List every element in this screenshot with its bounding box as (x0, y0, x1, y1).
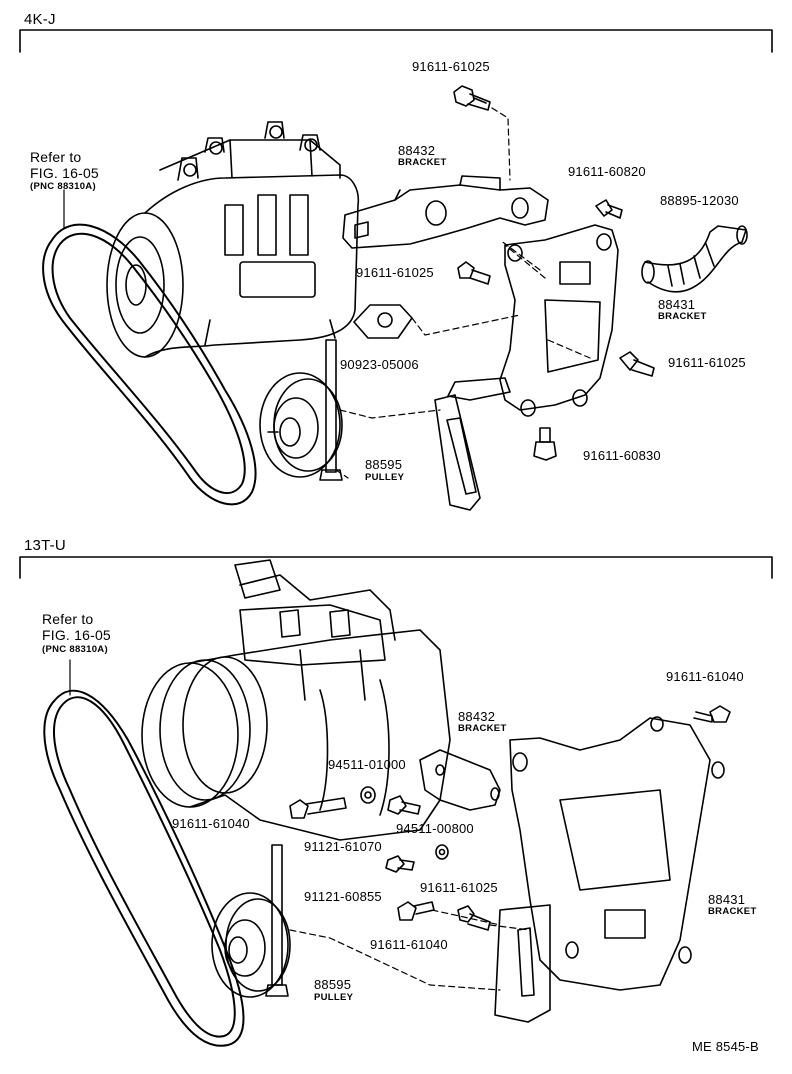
bracket-88431-bottom (494, 716, 725, 1023)
bolt-91121-61070 (387, 795, 421, 815)
part-label-91121-60855: 91121-60855 (304, 889, 382, 904)
refer-line2-top: FIG. 16-05 (30, 165, 99, 181)
section-header-bottom: 13T-U (24, 537, 66, 554)
part-label-88431-bottom: 88431 (708, 892, 746, 907)
part-label-94511-01000: 94511-01000 (328, 757, 406, 772)
section-header-top: 4K-J (24, 11, 56, 28)
bolt-91611-61040-c (397, 901, 435, 921)
part-name-88432-top: BRACKET (398, 157, 447, 168)
dash-leader-5 (431, 909, 531, 931)
section-frame-top (19, 29, 773, 53)
dash-leader-6 (289, 929, 501, 991)
compressor-13t (141, 559, 451, 841)
part-label-88432-top: 88432 (398, 143, 436, 158)
bolt-91611-61025-b (457, 261, 491, 285)
part-name-88431-bottom: BRACKET (708, 906, 757, 917)
refer-line3-top: (PNC 88310A) (30, 181, 96, 192)
part-label-91611-61025-d: 91611-61025 (420, 880, 498, 895)
dash-leader-1 (491, 107, 511, 181)
part-name-88431-top: BRACKET (658, 311, 707, 322)
bolt-91611-61025-c (619, 351, 655, 377)
part-label-94511-00800: 94511-00800 (396, 821, 474, 836)
part-label-91121-61070: 91121-61070 (304, 839, 382, 854)
pulley-88595-bottom (211, 844, 291, 998)
dash-leader-2 (411, 314, 521, 336)
part-name-88595-top: PULLEY (365, 472, 405, 483)
bolt-91611-61025-a (453, 85, 491, 111)
dash-leader-3 (499, 239, 591, 359)
bolt-91611-61040-a (693, 705, 731, 723)
part-label-91611-61025-b: 91611-61025 (356, 265, 434, 280)
refer-line1-bottom: Refer to (42, 611, 94, 627)
section-frame-bottom (19, 556, 773, 579)
refer-line2-bottom: FIG. 16-05 (42, 627, 111, 643)
bolt-91121-60855 (385, 855, 415, 873)
part-label-91611-60830: 91611-60830 (583, 448, 661, 463)
bolt-91611-61040-b (289, 797, 347, 819)
part-label-88595-top: 88595 (365, 457, 403, 472)
refer-line1-top: Refer to (30, 149, 82, 165)
part-label-91611-60820: 91611-60820 (568, 164, 646, 179)
bracket-88431-top (434, 224, 619, 511)
hose-88895-12030 (641, 225, 748, 293)
part-label-91611-61025-a: 91611-61025 (412, 59, 490, 74)
refer-line3-bottom: (PNC 88310A) (42, 644, 108, 655)
gasket-90923-05006 (353, 304, 413, 339)
part-label-88431-top: 88431 (658, 297, 696, 312)
bolt-91611-60820 (595, 199, 623, 219)
bracket-88432-top (342, 175, 549, 249)
bolt-91611-61025-d (457, 905, 491, 931)
bolt-91611-60830 (533, 427, 557, 461)
washer-94511-00800 (435, 844, 449, 860)
figure-code: ME 8545-B (692, 1039, 759, 1054)
bracket-88432-bottom (419, 749, 501, 811)
part-label-88432-bottom: 88432 (458, 709, 496, 724)
part-label-91611-61040-b: 91611-61040 (172, 816, 250, 831)
pulley-88595-top (259, 339, 343, 481)
washer-94511-01000 (360, 786, 376, 804)
v-belt-top (42, 223, 257, 506)
dash-leader-4 (335, 409, 441, 479)
part-label-91611-61040-c: 91611-61040 (370, 937, 448, 952)
part-name-88595-bottom: PULLEY (314, 992, 354, 1003)
part-label-88895-12030: 88895-12030 (660, 193, 739, 208)
part-label-91611-61040-a: 91611-61040 (666, 669, 744, 684)
v-belt-bottom (43, 689, 245, 1047)
part-label-88595-bottom: 88595 (314, 977, 352, 992)
compressor-4k (106, 121, 360, 358)
part-label-90923-05006: 90923-05006 (340, 357, 419, 372)
part-label-91611-61025-c: 91611-61025 (668, 355, 746, 370)
part-name-88432-bottom: BRACKET (458, 723, 507, 734)
